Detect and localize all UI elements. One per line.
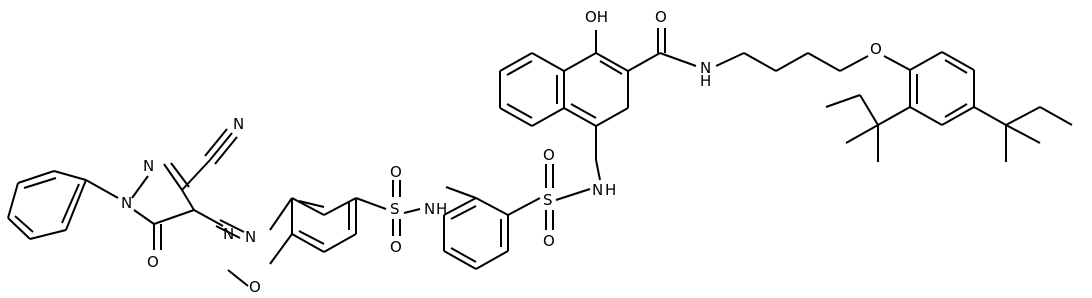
methoxy-aryl-ring: O xyxy=(227,197,357,296)
ether-oxygen: O xyxy=(870,40,882,58)
sulfonamide-1-h: H xyxy=(436,200,447,218)
amide-h: H xyxy=(700,72,711,90)
nitrile-n: N xyxy=(233,115,244,133)
naphthalene-core xyxy=(499,52,629,127)
hydroxyl-label: OH xyxy=(585,8,608,26)
azo-n-upper: N xyxy=(245,228,256,246)
sulfonamide-2-h: H xyxy=(605,181,616,199)
pyrazole-n-left: N xyxy=(121,194,132,212)
butyl-chain: O xyxy=(743,40,911,72)
sulfonamide-1: N H S O O xyxy=(355,163,477,256)
sulfonyl-2-o-bottom: O xyxy=(543,232,555,250)
sulfonyl-1-o-top: O xyxy=(390,163,402,181)
sulfonamide-1-n: N xyxy=(424,200,435,218)
sulfonyl-1-o-bottom: O xyxy=(390,238,402,256)
amide-n: N xyxy=(700,59,711,77)
tert-pentyl-ortho xyxy=(825,94,911,162)
azo-n-lower: N xyxy=(223,225,234,243)
amide-group: O N H xyxy=(627,8,745,90)
methoxy-oxygen: O xyxy=(249,278,261,296)
central-benzene xyxy=(443,197,541,270)
hydroxyl-group: OH xyxy=(585,8,608,53)
pyrazole-n-top: N xyxy=(143,157,154,175)
pyrazolone-ring: N N O xyxy=(121,157,224,271)
sulfonamide-2-n: N xyxy=(592,181,603,199)
pyrazolone-carbonyl-o: O xyxy=(147,253,159,271)
azo-linkage: N N xyxy=(215,197,293,246)
sulfonyl-1-s: S xyxy=(390,200,400,218)
tert-pentyl-para xyxy=(973,106,1073,162)
sulfonyl-2-o-top: O xyxy=(543,146,555,164)
amide-carbonyl-o: O xyxy=(655,8,667,26)
nitrile-group: N xyxy=(181,115,244,191)
phenoxy-ring xyxy=(909,51,975,126)
n-phenyl-ring xyxy=(7,170,119,240)
sulfonyl-2-s: S xyxy=(543,191,553,209)
sulfonamide-2: N H S O O xyxy=(543,126,616,250)
